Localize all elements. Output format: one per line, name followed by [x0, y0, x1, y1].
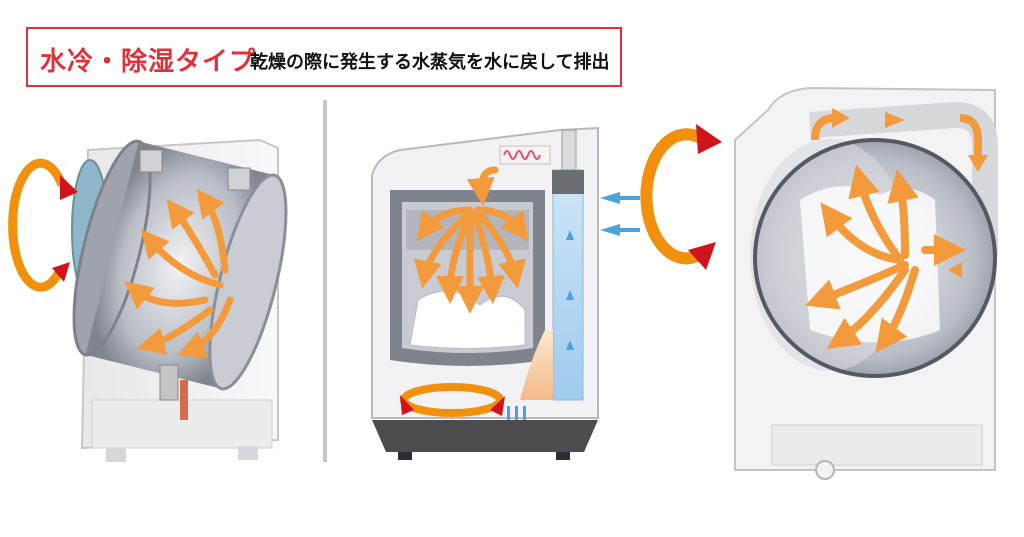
drain-drop-icon — [507, 406, 526, 420]
title-box: 水冷・除湿タイプ 乾燥の際に発生する水蒸気を水に戻して排出 — [26, 27, 622, 87]
heater-coil-icon — [499, 145, 551, 165]
title-main: 水冷・除湿タイプ — [40, 47, 257, 77]
vertical-washer-dryer — [371, 126, 640, 460]
airflow-arrow-icon — [414, 166, 529, 314]
airflow-arrow-icon — [124, 188, 234, 358]
title-description: 乾燥の際に発生する水蒸気を水に戻して排出 — [250, 52, 610, 73]
duct-arrow-icon — [811, 108, 988, 278]
rotation-arrow-icon — [8, 158, 78, 292]
panel-divider — [323, 100, 327, 462]
rotation-arrow-icon — [400, 383, 505, 417]
rotation-arrow-icon — [640, 124, 722, 270]
cooling-water-icon — [566, 192, 640, 350]
front-load-drum-washer — [640, 86, 998, 480]
tilted-drum-washer — [8, 138, 288, 462]
airflow-arrow-icon — [805, 164, 966, 353]
